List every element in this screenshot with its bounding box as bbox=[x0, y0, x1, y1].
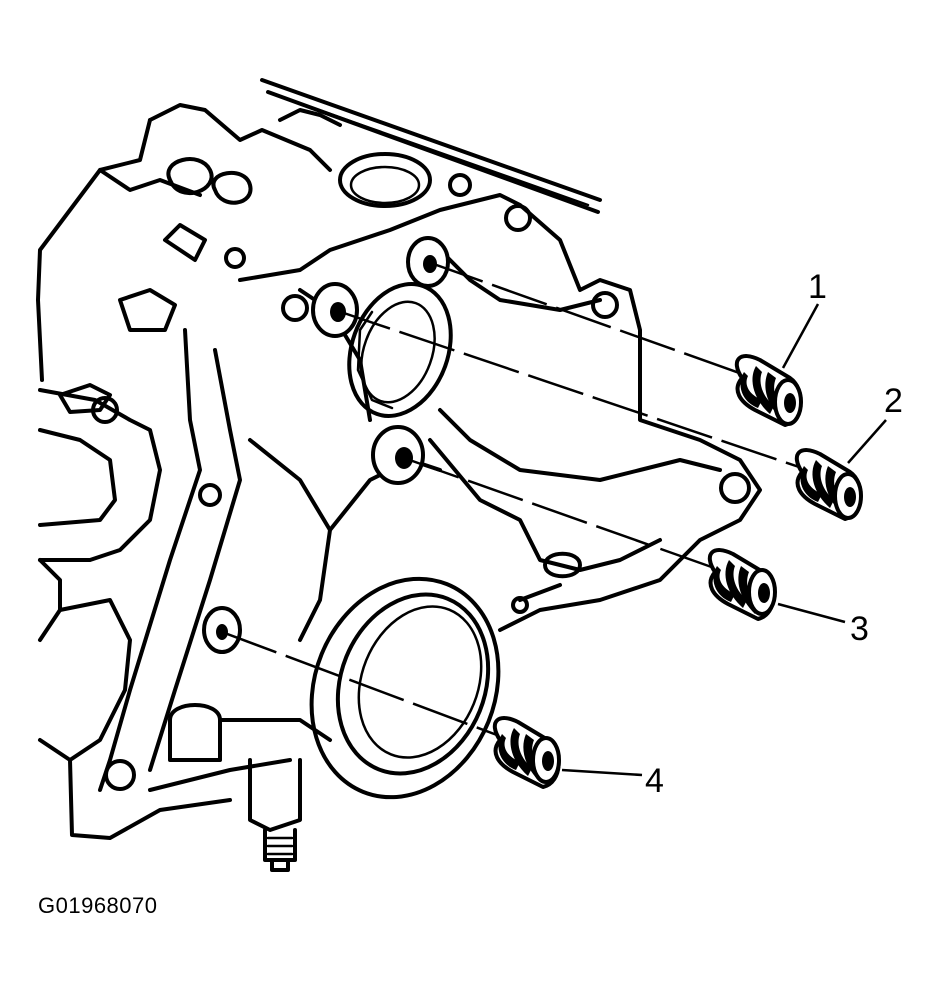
engine-block bbox=[36, 78, 762, 872]
figure-id: G01968070 bbox=[38, 893, 158, 918]
plug-3 bbox=[707, 548, 777, 621]
callout-4-label: 4 bbox=[645, 762, 664, 800]
plug-2 bbox=[794, 448, 863, 521]
alignment-lines bbox=[221, 260, 809, 740]
plug-4 bbox=[492, 716, 561, 789]
callout-1-label: 1 bbox=[808, 268, 827, 306]
plug-1 bbox=[734, 354, 803, 427]
callout-3-label: 3 bbox=[850, 610, 869, 648]
leader-lines bbox=[561, 303, 887, 777]
callout-2-label: 2 bbox=[884, 382, 903, 420]
